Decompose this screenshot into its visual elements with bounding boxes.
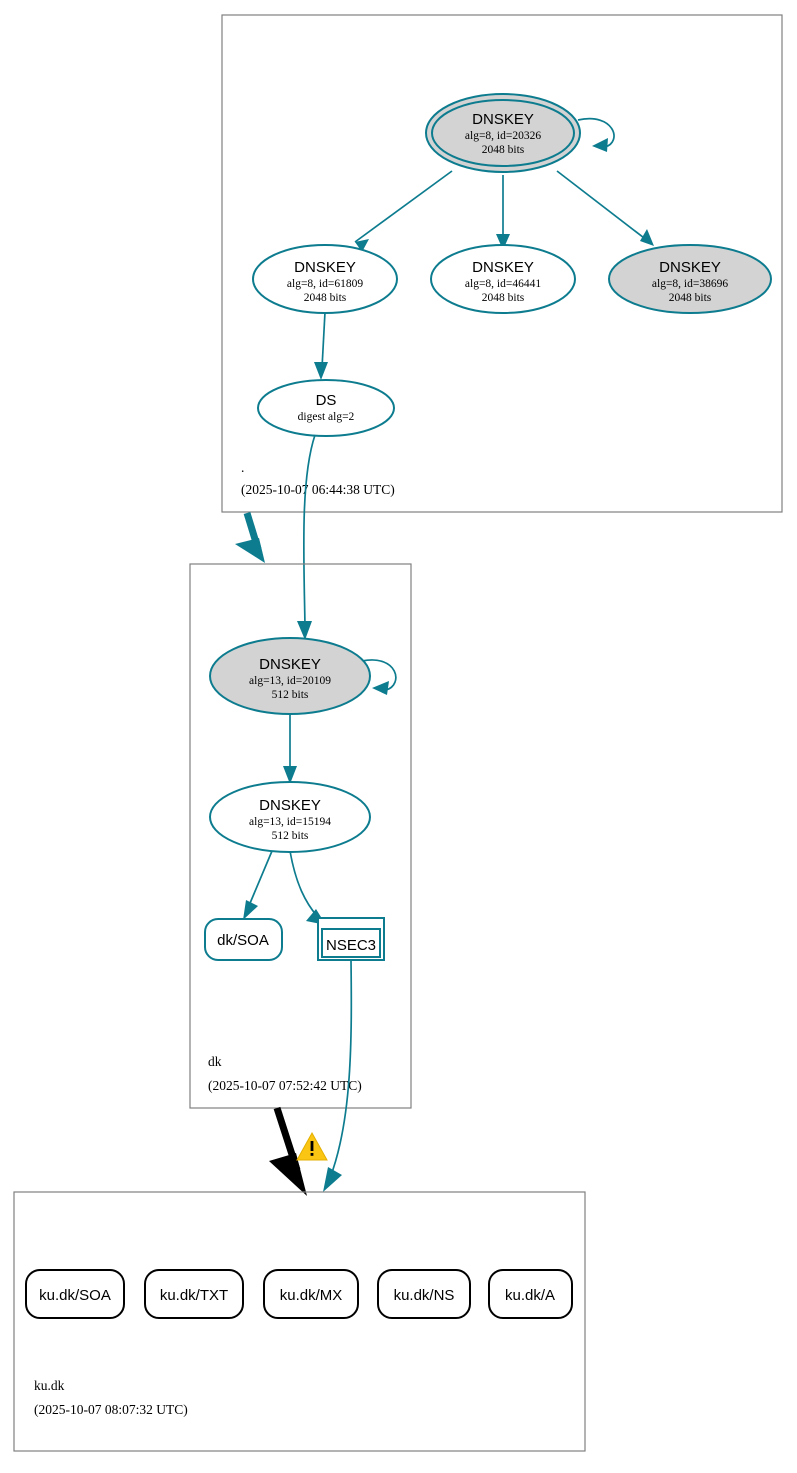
node-kudk-a-label: ku.dk/A: [505, 1287, 555, 1304]
node-kudk-soa-box: [25, 1269, 125, 1319]
zone-dk-timestamp: (2025-10-07 07:52:42 UTC): [208, 1078, 362, 1093]
node-dk-zsk-size: 512 bits: [272, 830, 309, 842]
node-dk-nsec3[interactable]: NSEC3: [317, 917, 385, 961]
node-root-ksk-dnskey[interactable]: DNSKEY alg=8, id=20326 2048 bits: [425, 93, 581, 173]
node-root-ksk-title: DNSKEY: [472, 111, 534, 128]
node-kudk-mx-label: ku.dk/MX: [280, 1287, 343, 1304]
edge-dk-zsk-to-nsec3: [289, 850, 326, 925]
node-dk-soa-rrset[interactable]: dk/SOA: [204, 918, 283, 961]
node-root-ksk-params: alg=8, id=20326: [465, 130, 541, 142]
node-dk-ksk-size: 512 bits: [272, 689, 309, 701]
edge-root-zsk-to-ds: [314, 311, 328, 380]
node-root-zsk-38696-title: DNSKEY: [659, 259, 721, 276]
node-root-zsk-61809-size: 2048 bits: [304, 292, 347, 304]
node-kudk-soa-rrset[interactable]: ku.dk/SOA: [25, 1269, 125, 1319]
zone-root[interactable]: . (2025-10-07 06:44:38 UTC): [221, 14, 783, 513]
zone-dk[interactable]: dk (2025-10-07 07:52:42 UTC): [189, 563, 412, 1109]
node-root-zsk-61809-ellipse: [252, 244, 398, 314]
edge-nsec3-to-kudk: [323, 959, 353, 1192]
zone-root-label: .: [241, 460, 244, 475]
delegation-warning-icon[interactable]: [296, 1131, 328, 1161]
node-dk-soa-label: dk/SOA: [217, 932, 269, 949]
node-root-zsk-38696-params: alg=8, id=38696: [652, 278, 728, 290]
node-kudk-mx-box: [263, 1269, 359, 1319]
node-kudk-txt-rrset[interactable]: ku.dk/TXT: [144, 1269, 244, 1319]
edge-dk-ksk-self-loop: [361, 659, 397, 695]
node-root-ds-ellipse: [257, 379, 395, 437]
node-kudk-soa-label: ku.dk/SOA: [39, 1287, 111, 1304]
node-dk-zsk-params: alg=13, id=15194: [249, 816, 331, 828]
node-root-ksk-size: 2048 bits: [482, 144, 525, 156]
edge-root-ksk-to-zsk-61809: [354, 170, 453, 252]
zone-kudk-border: [13, 1191, 586, 1452]
node-root-ds-title: DS: [316, 392, 337, 409]
node-dk-nsec3-label: NSEC3: [326, 937, 376, 954]
node-kudk-ns-rrset[interactable]: ku.dk/NS: [377, 1269, 471, 1319]
node-root-zsk-46441-size: 2048 bits: [482, 292, 525, 304]
node-kudk-a-rrset[interactable]: ku.dk/A: [488, 1269, 573, 1319]
zone-root-border: [221, 14, 783, 513]
node-root-zsk-46441-ellipse: [430, 244, 576, 314]
edge-delegation-root-to-dk: [235, 511, 265, 563]
node-kudk-ns-box: [377, 1269, 471, 1319]
node-root-zsk-38696-ellipse: [608, 244, 772, 314]
node-root-zsk-61809-dnskey[interactable]: DNSKEY alg=8, id=61809 2048 bits: [252, 244, 398, 314]
node-dk-ksk-params: alg=13, id=20109: [249, 675, 331, 687]
node-dk-nsec3-inner-box: [321, 928, 381, 958]
node-dk-zsk-title: DNSKEY: [259, 797, 321, 814]
node-kudk-txt-box: [144, 1269, 244, 1319]
node-root-zsk-61809-title: DNSKEY: [294, 259, 356, 276]
zone-dk-label: dk: [208, 1054, 222, 1069]
edge-dk-zsk-to-soa: [243, 850, 273, 920]
edge-root-ksk-self-loop: [577, 117, 615, 152]
zone-root-timestamp: (2025-10-07 06:44:38 UTC): [241, 482, 395, 497]
node-dk-ksk-ellipse: [209, 637, 371, 715]
node-root-zsk-38696-dnskey[interactable]: DNSKEY alg=8, id=38696 2048 bits: [608, 244, 772, 314]
node-dk-zsk-dnskey[interactable]: DNSKEY alg=13, id=15194 512 bits: [209, 781, 371, 853]
zone-dk-border: [189, 563, 412, 1109]
node-root-zsk-46441-params: alg=8, id=46441: [465, 278, 541, 290]
zone-kudk[interactable]: ku.dk (2025-10-07 08:07:32 UTC): [13, 1191, 586, 1452]
node-root-ds[interactable]: DS digest alg=2: [257, 379, 395, 437]
node-kudk-txt-label: ku.dk/TXT: [160, 1287, 228, 1304]
node-kudk-mx-rrset[interactable]: ku.dk/MX: [263, 1269, 359, 1319]
edge-root-ksk-to-zsk-38696: [556, 170, 654, 246]
node-dk-ksk-title: DNSKEY: [259, 656, 321, 673]
edge-dk-ksk-to-zsk: [283, 714, 297, 784]
node-dk-soa-box: [204, 918, 283, 961]
node-root-ds-params: digest alg=2: [298, 411, 355, 423]
edge-delegation-dk-to-kudk: [269, 1106, 307, 1196]
edge-ds-to-dk-ksk: [297, 434, 316, 640]
node-kudk-a-box: [488, 1269, 573, 1319]
node-root-zsk-38696-size: 2048 bits: [669, 292, 712, 304]
zone-kudk-label: ku.dk: [34, 1378, 65, 1393]
node-dk-ksk-dnskey[interactable]: DNSKEY alg=13, id=20109 512 bits: [209, 637, 371, 715]
edge-root-ksk-to-zsk-46441: [496, 175, 510, 250]
node-root-zsk-46441-title: DNSKEY: [472, 259, 534, 276]
zone-kudk-timestamp: (2025-10-07 08:07:32 UTC): [34, 1402, 188, 1417]
node-root-ksk-inner-ellipse: [431, 99, 575, 167]
node-dk-zsk-ellipse: [209, 781, 371, 853]
node-root-zsk-46441-dnskey[interactable]: DNSKEY alg=8, id=46441 2048 bits: [430, 244, 576, 314]
node-kudk-ns-label: ku.dk/NS: [394, 1287, 455, 1304]
node-root-zsk-61809-params: alg=8, id=61809: [287, 278, 363, 290]
